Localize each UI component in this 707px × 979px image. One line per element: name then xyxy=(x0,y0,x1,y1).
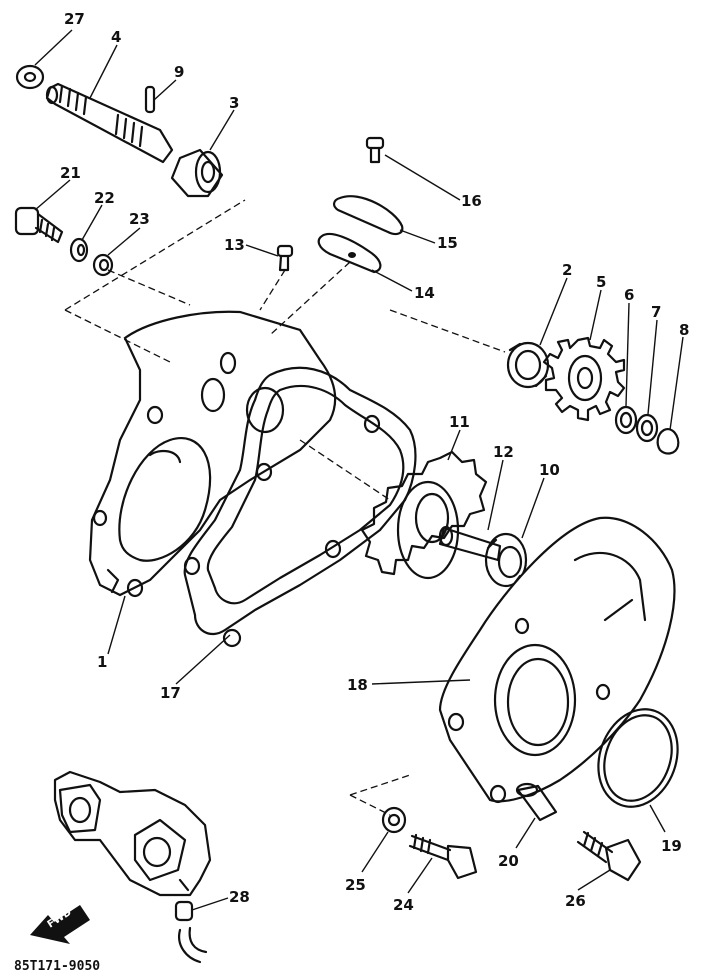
callout-21: 21 xyxy=(60,164,81,182)
callout-labels: 27 4 9 3 21 22 23 16 15 14 13 2 5 6 7 8 … xyxy=(60,10,689,914)
part-8-circlip[interactable] xyxy=(656,428,680,455)
callout-1: 1 xyxy=(97,653,107,671)
part-17-gasket[interactable] xyxy=(183,366,417,648)
part-26-bolt[interactable] xyxy=(576,830,642,882)
part-18-cover[interactable] xyxy=(438,516,676,804)
part-1-gear-case[interactable] xyxy=(88,310,337,598)
part-25-washer[interactable] xyxy=(381,806,407,834)
callout-27: 27 xyxy=(64,10,85,28)
callout-9: 9 xyxy=(174,63,184,81)
part-23-washer[interactable] xyxy=(92,253,114,277)
part-2-bearing[interactable] xyxy=(506,341,550,389)
callout-13: 13 xyxy=(224,236,245,254)
part-19-o-ring[interactable] xyxy=(585,698,691,818)
part-14-cover-plate[interactable] xyxy=(317,232,382,274)
part-7-washer[interactable] xyxy=(635,413,659,443)
callout-15: 15 xyxy=(437,234,458,252)
drawing-code: 85T171-9050 xyxy=(14,959,100,974)
part-21-bolt[interactable] xyxy=(14,206,64,244)
callout-10: 10 xyxy=(539,461,560,479)
callout-24: 24 xyxy=(393,896,414,914)
callout-5: 5 xyxy=(596,273,606,291)
part-13-screw[interactable] xyxy=(276,244,294,272)
callout-18: 18 xyxy=(347,676,368,694)
part-3-bushing[interactable] xyxy=(170,148,224,198)
leader-lines xyxy=(34,29,684,911)
callout-14: 14 xyxy=(414,284,435,302)
part-11-gear[interactable] xyxy=(360,450,488,580)
part-24-bolt[interactable] xyxy=(408,833,478,880)
callout-19: 19 xyxy=(661,837,682,855)
reference-lines xyxy=(64,199,506,816)
inset-housing xyxy=(53,770,212,897)
callout-2: 2 xyxy=(562,261,572,279)
callout-11: 11 xyxy=(449,413,470,431)
part-9-pin[interactable] xyxy=(144,85,156,114)
part-16-screw[interactable] xyxy=(365,136,385,164)
callout-8: 8 xyxy=(679,321,689,339)
part-28-hose[interactable] xyxy=(174,900,208,964)
part-6-washer[interactable] xyxy=(614,405,638,435)
callout-4: 4 xyxy=(111,28,121,46)
callout-16: 16 xyxy=(461,192,482,210)
part-22-lock-washer[interactable] xyxy=(69,237,89,263)
part-5-sprocket[interactable] xyxy=(542,336,626,422)
part-27-washer[interactable] xyxy=(15,64,45,90)
callout-20: 20 xyxy=(498,852,519,870)
callout-12: 12 xyxy=(493,443,514,461)
callout-6: 6 xyxy=(624,286,634,304)
part-4-shaft[interactable] xyxy=(45,82,174,164)
callout-26: 26 xyxy=(565,892,586,910)
forward-direction-arrow: FWD xyxy=(30,905,90,944)
callout-25: 25 xyxy=(345,876,366,894)
part-15-gasket[interactable] xyxy=(333,195,404,236)
callout-17: 17 xyxy=(160,684,181,702)
callout-7: 7 xyxy=(651,303,661,321)
callout-23: 23 xyxy=(129,210,150,228)
part-20-dowel[interactable] xyxy=(515,782,558,822)
callout-28: 28 xyxy=(229,888,250,906)
callout-3: 3 xyxy=(229,94,239,112)
callout-22: 22 xyxy=(94,189,115,207)
